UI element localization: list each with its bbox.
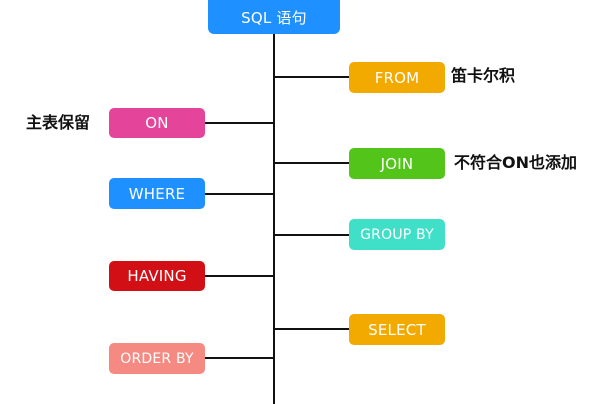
connector-select <box>275 328 350 330</box>
step-order-by: ORDER BY <box>109 343 205 374</box>
step-group-by: GROUP BY <box>349 219 445 250</box>
step-from: FROM <box>349 62 445 93</box>
connector-join <box>275 162 350 164</box>
connector-from <box>275 76 350 78</box>
connector-group-by <box>275 234 350 236</box>
step-having: HAVING <box>109 261 205 291</box>
connector-order-by <box>205 357 273 359</box>
step-select: SELECT <box>349 314 445 345</box>
connector-where <box>205 193 273 195</box>
title-box: SQL 语句 <box>208 0 340 34</box>
connector-on <box>205 122 273 124</box>
note-from: 笛卡尔积 <box>451 66 516 85</box>
step-on: ON <box>109 108 205 138</box>
connector-having <box>205 275 273 277</box>
note-join: 不符合ON也添加 <box>454 153 577 172</box>
step-join: JOIN <box>349 148 445 179</box>
main-flow-line <box>273 34 275 404</box>
note-on: 主表保留 <box>26 113 91 132</box>
step-where: WHERE <box>109 178 205 209</box>
